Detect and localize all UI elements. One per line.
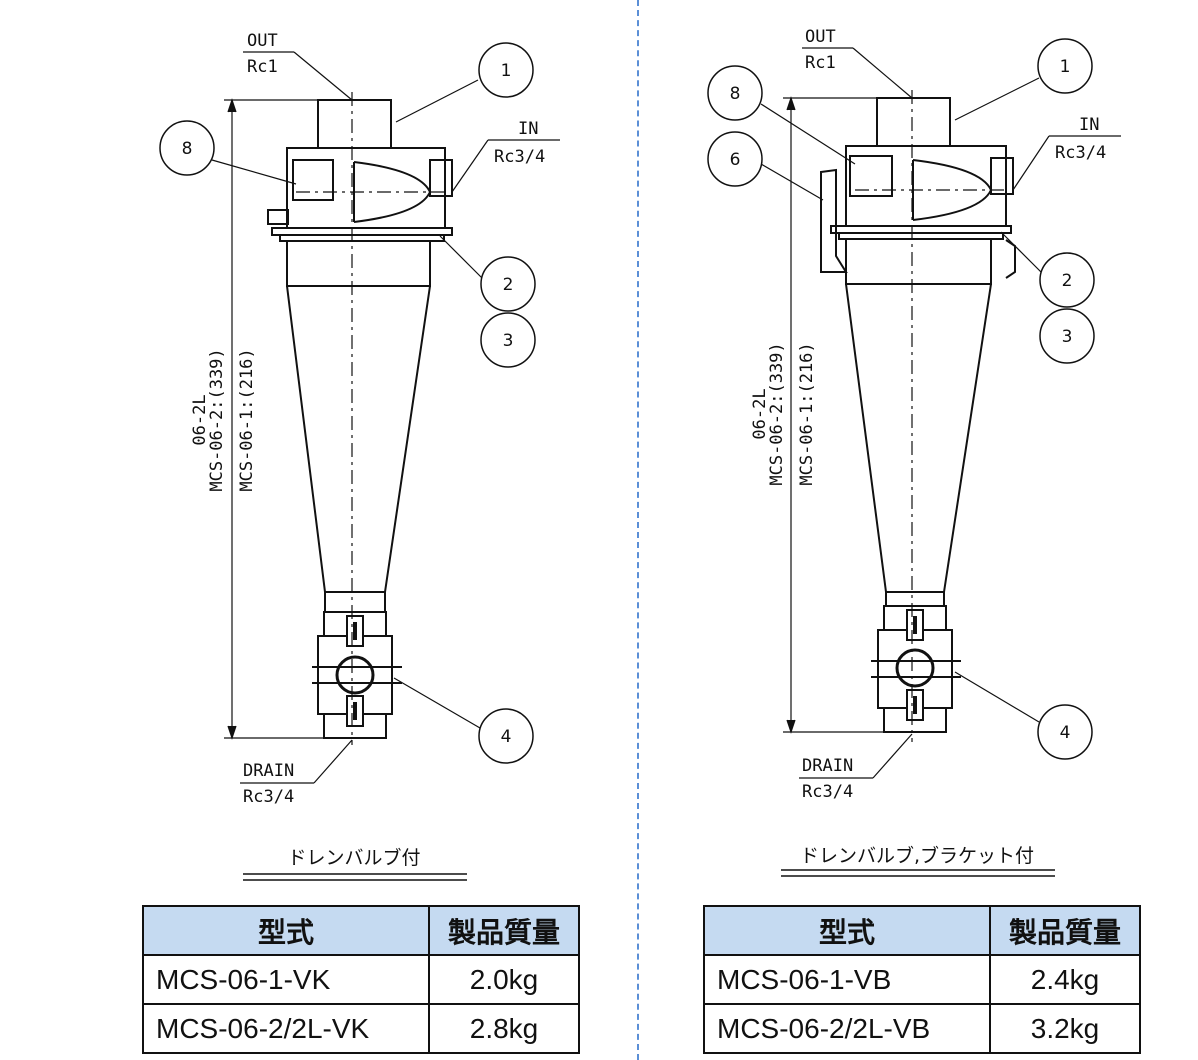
callout-2: 2 — [1039, 252, 1095, 308]
dim-label-3: MCS-06-1:(216) — [237, 348, 257, 491]
table-row: MCS-06-1-VB 2.4kg — [703, 954, 1141, 1005]
table-row: MCS-06-2/2L-VK 2.8kg — [142, 1003, 580, 1054]
in-port-label: Rc3/4 — [494, 147, 545, 167]
drain-port-label: Rc3/4 — [243, 787, 294, 807]
dim-label-1: 06-2L — [190, 394, 210, 445]
header-model: 型式 — [703, 905, 991, 956]
cell-model: MCS-06-2/2L-VB — [703, 1003, 991, 1054]
header-model: 型式 — [142, 905, 430, 956]
callout-4: 4 — [478, 708, 534, 764]
callout-3: 3 — [1039, 308, 1095, 364]
out-port-label: Rc1 — [805, 53, 836, 73]
spec-table: 型式 製品質量 MCS-06-1-VB 2.4kg MCS-06-2/2L-VB… — [703, 905, 1141, 1054]
cell-mass: 2.4kg — [989, 954, 1141, 1005]
callout-1: 1 — [478, 42, 534, 98]
caption: ドレンバルブ付 — [287, 846, 420, 869]
cell-model: MCS-06-2/2L-VK — [142, 1003, 430, 1054]
table-row: MCS-06-2/2L-VB 3.2kg — [703, 1003, 1141, 1054]
cell-mass: 2.8kg — [428, 1003, 580, 1054]
callout-6: 6 — [707, 131, 763, 187]
center-lines — [296, 92, 448, 745]
callout-3-label: 3 — [1062, 327, 1073, 347]
dim-label-2: MCS-06-2:(339) — [207, 348, 227, 491]
callout-2-label: 2 — [503, 275, 514, 295]
callout-1-label: 1 — [1060, 57, 1071, 77]
center-lines — [855, 90, 1009, 742]
cell-mass: 2.0kg — [428, 954, 580, 1005]
body-outline — [820, 97, 1016, 607]
dim-label-1: 06-2L — [750, 388, 770, 439]
cell-model: MCS-06-1-VB — [703, 954, 991, 1005]
in-label: IN — [1079, 115, 1099, 135]
callout-4: 4 — [1037, 704, 1093, 760]
dim-label-3: MCS-06-1:(216) — [797, 342, 817, 485]
callout-1-label: 1 — [501, 61, 512, 81]
out-label: OUT — [247, 31, 278, 51]
callout-8: 8 — [159, 120, 215, 176]
callout-6-label: 6 — [730, 150, 741, 170]
callout-3: 3 — [480, 312, 536, 368]
callout-8-label: 8 — [182, 139, 193, 159]
port-labels — [799, 47, 1121, 779]
drain-port-label: Rc3/4 — [802, 782, 853, 802]
cell-mass: 3.2kg — [989, 1003, 1141, 1054]
port-labels — [240, 51, 560, 784]
drain-valve — [312, 611, 402, 739]
drain-label: DRAIN — [243, 761, 294, 781]
drain-valve — [871, 605, 961, 733]
callout-8: 8 — [707, 65, 763, 121]
table-header-row: 型式 製品質量 — [142, 905, 580, 956]
callout-4-label: 4 — [1060, 723, 1071, 743]
callout-1: 1 — [1037, 38, 1093, 94]
dimension-labels: 06-2L MCS-06-2:(339) MCS-06-1:(216) — [750, 342, 817, 485]
in-port-label: Rc3/4 — [1055, 143, 1106, 163]
spec-table: 型式 製品質量 MCS-06-1-VK 2.0kg MCS-06-2/2L-VK… — [142, 905, 580, 1054]
table-row: MCS-06-1-VK 2.0kg — [142, 954, 580, 1005]
callout-2-label: 2 — [1062, 271, 1073, 291]
header-mass: 製品質量 — [428, 905, 580, 956]
body-outline — [267, 99, 453, 613]
callout-2: 2 — [480, 256, 536, 312]
cyclone-drawing-left: 06-2L MCS-06-2:(339) MCS-06-1:(216) OUT … — [159, 31, 560, 881]
callout-4-label: 4 — [501, 727, 512, 747]
out-port-label: Rc1 — [247, 57, 278, 77]
header-mass: 製品質量 — [989, 905, 1141, 956]
caption: ドレンバルブ,ブラケット付 — [800, 844, 1034, 867]
leader-lines — [760, 77, 1042, 723]
panel-drain-valve: 06-2L MCS-06-2:(339) MCS-06-1:(216) OUT … — [142, 31, 580, 1054]
dim-label-2: MCS-06-2:(339) — [767, 342, 787, 485]
panel-divider — [637, 0, 639, 1060]
panel-drain-valve-bracket: 06-2L MCS-06-2:(339) MCS-06-1:(216) OUT … — [599, 0, 1198, 1060]
callout-8-label: 8 — [730, 84, 741, 104]
in-label: IN — [518, 119, 538, 139]
cyclone-drawing-right: 06-2L MCS-06-2:(339) MCS-06-1:(216) OUT … — [707, 27, 1121, 877]
drain-label: DRAIN — [802, 756, 853, 776]
table-header-row: 型式 製品質量 — [703, 905, 1141, 956]
out-label: OUT — [805, 27, 836, 47]
dimension-labels: 06-2L MCS-06-2:(339) MCS-06-1:(216) — [190, 348, 257, 491]
leader-lines — [211, 79, 483, 729]
dimension-line — [224, 98, 324, 740]
callout-3-label: 3 — [503, 331, 514, 351]
dimension-line — [783, 96, 884, 734]
cell-model: MCS-06-1-VK — [142, 954, 430, 1005]
